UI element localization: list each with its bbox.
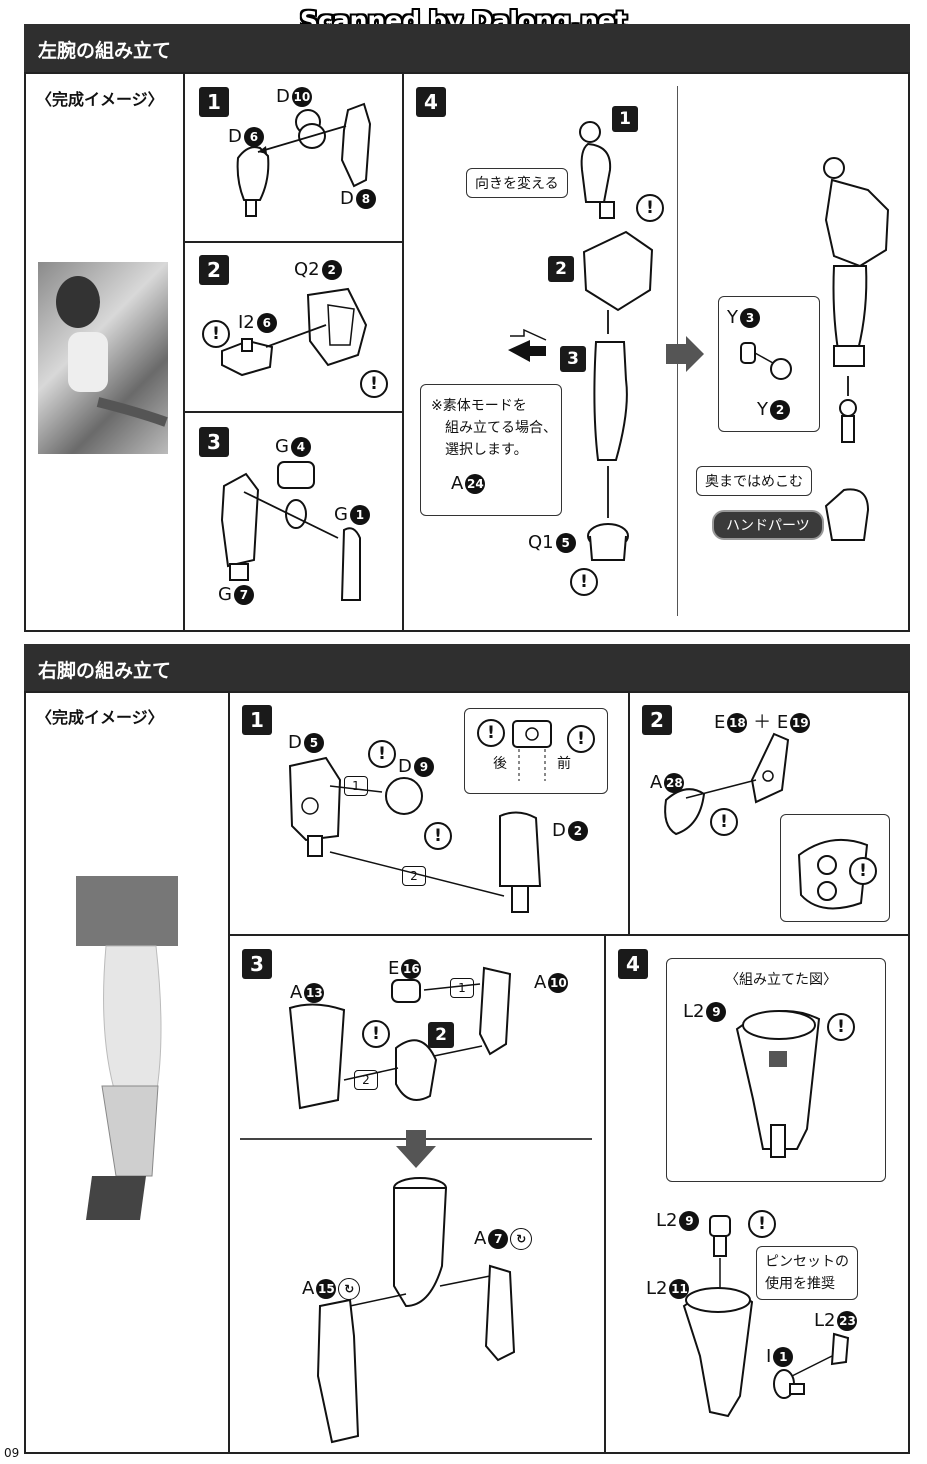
- warning-icon: !: [849, 857, 877, 885]
- callout-change-direction: 向きを変える: [466, 168, 568, 198]
- warning-icon: !: [570, 568, 598, 596]
- sub-step-number: 2: [548, 256, 574, 282]
- leg-photo: [46, 876, 186, 1236]
- step-number: 2: [642, 705, 672, 735]
- warning-icon: !: [424, 822, 452, 850]
- assembled-leg-drawing: [735, 1010, 821, 1158]
- step-number: 3: [199, 427, 229, 457]
- step-number: 1: [242, 705, 272, 735]
- left-arm-frame: [24, 72, 910, 632]
- assembled-view-label: 〈組み立てた図〉: [725, 972, 837, 988]
- warning-icon: !: [567, 725, 595, 753]
- detail-inset: !: [780, 814, 890, 922]
- y-parts-drawing: [740, 342, 792, 380]
- page-number: 09: [4, 1446, 20, 1460]
- direction-detail-box: ! ! 後 前: [464, 708, 608, 794]
- warning-icon: !: [710, 808, 738, 836]
- step-number: 4: [416, 87, 446, 117]
- step2-leg-parts-drawing: [664, 732, 790, 836]
- arm-photo-shape: [56, 276, 168, 427]
- step3-arm-parts-drawing: [220, 461, 361, 601]
- warning-icon: !: [477, 719, 505, 747]
- section-header-right-leg: 右脚の組み立て: [24, 644, 910, 692]
- joint-detail-drawing: [512, 720, 552, 781]
- right-leg-frame: [24, 691, 910, 1454]
- step3-leg-assembled-drawing: [316, 1177, 516, 1444]
- tweezers-note: ピンセットの 使用を推奨: [756, 1246, 858, 1300]
- step-number: 4: [618, 949, 648, 979]
- warning-icon: !: [636, 194, 664, 222]
- step3-leg-parts-drawing: [288, 966, 512, 1110]
- step1-leg-parts-drawing: [288, 756, 542, 913]
- callout-push-fully: 奥まではめこむ: [696, 466, 812, 496]
- step1-arm-parts-drawing: [236, 102, 372, 217]
- front-label: 前: [557, 756, 571, 772]
- detail-inset-drawing: [797, 838, 869, 910]
- step-number: 1: [199, 87, 229, 117]
- section-title: 左腕の組み立て: [38, 40, 172, 62]
- flow-arrow: [666, 336, 704, 372]
- completed-image-label: 〈完成イメージ〉: [36, 90, 164, 109]
- down-arrow: [396, 1130, 436, 1168]
- warning-icon: !: [827, 1013, 855, 1041]
- step4-arm-assembly-drawing: [508, 121, 654, 561]
- hand-parts-label: ハンドパーツ: [712, 510, 824, 540]
- sub-step-number: 2: [428, 1022, 454, 1048]
- warning-icon: !: [362, 1020, 390, 1048]
- warning-icon: !: [368, 740, 396, 768]
- section-header-left-arm: 左腕の組み立て: [24, 24, 910, 72]
- leg-photo-shape: [76, 876, 178, 1220]
- section-title: 右脚の組み立て: [38, 660, 172, 682]
- step-number: 2: [199, 255, 229, 285]
- sub-step-number: 3: [560, 346, 586, 372]
- arm-photo: [38, 262, 168, 454]
- step4-leg-parts-drawing: [682, 1215, 850, 1418]
- order-marker: 1: [450, 978, 474, 998]
- warning-icon: !: [748, 1210, 776, 1238]
- step4-arm-right-drawing: [823, 157, 890, 541]
- back-label: 後: [493, 756, 507, 772]
- warning-icon: !: [360, 370, 388, 398]
- order-marker: 2: [354, 1070, 378, 1090]
- warning-icon: !: [202, 320, 230, 348]
- completed-image-label: 〈完成イメージ〉: [36, 708, 164, 727]
- order-marker: 1: [344, 776, 368, 796]
- sub-step-number: 1: [612, 106, 638, 132]
- step2-arm-parts-drawing: [221, 287, 368, 377]
- step-number: 3: [242, 949, 272, 979]
